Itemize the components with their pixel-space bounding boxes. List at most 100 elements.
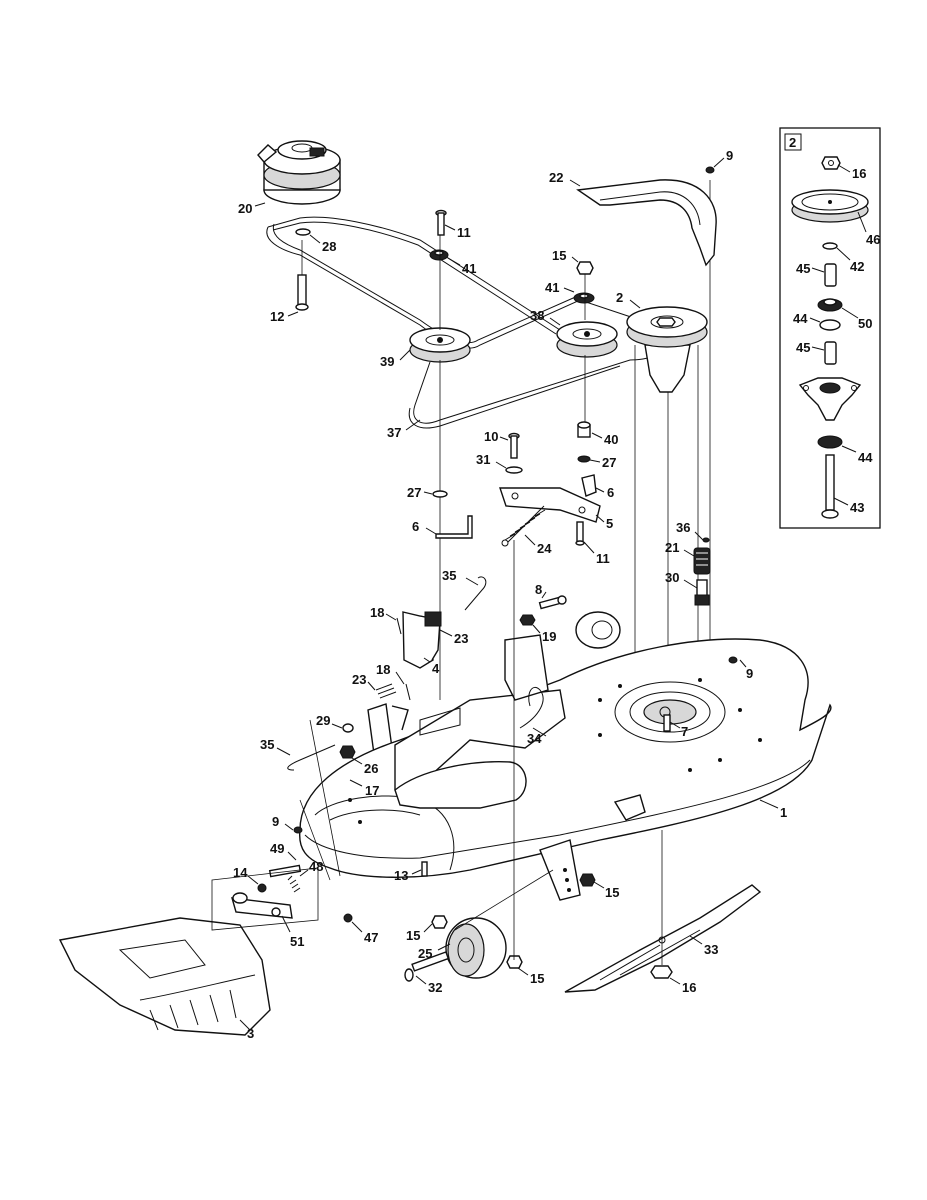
callout-32: 32 [428, 980, 442, 995]
washer-31 [505, 466, 523, 474]
nut-16-blade [650, 965, 673, 979]
belt-guard-22 [576, 179, 717, 267]
screw-36 [702, 537, 710, 543]
callout-18-upper: 18 [370, 605, 384, 620]
washer-27-left [432, 490, 448, 498]
callout-22: 22 [549, 170, 563, 185]
nut-14 [257, 883, 267, 893]
bolt-7 [663, 714, 671, 732]
nut-19 [519, 614, 536, 626]
callout-23-lower: 23 [352, 672, 366, 687]
wheel-bracket [539, 839, 581, 901]
rod-35-upper [464, 576, 487, 611]
callout-37: 37 [387, 425, 401, 440]
screw-9-top [705, 166, 715, 174]
callout-2: 2 [616, 290, 623, 305]
bolt-32 [404, 951, 450, 982]
callout-27-left: 27 [407, 485, 421, 500]
hinge-bracket-51 [231, 892, 293, 919]
callout-4: 4 [432, 661, 440, 676]
pin-18-lower [405, 683, 411, 701]
callout-34: 34 [527, 731, 542, 746]
adjustment-spring-21 [693, 547, 711, 575]
callout-39: 39 [380, 354, 394, 369]
callout-50: 50 [858, 316, 872, 331]
callout-31: 31 [476, 452, 490, 467]
callout-35-left: 35 [260, 737, 274, 752]
screw-9-right [728, 656, 738, 664]
bolt-8 [538, 595, 567, 610]
callout-12: 12 [270, 309, 284, 324]
callout-35-upper: 35 [442, 568, 456, 583]
callout-15-bottom: 15 [530, 971, 544, 986]
callout-16: 16 [852, 166, 866, 181]
inset-washer [822, 242, 838, 250]
callout-21: 21 [665, 540, 679, 555]
callouts: 20 28 12 11 41 39 37 15 41 38 2 22 9 10 … [233, 148, 787, 1041]
nut-47 [343, 913, 353, 923]
inset-bearing-44 [819, 319, 841, 331]
callout-13: 13 [394, 868, 408, 883]
adjuster-30 [694, 579, 710, 606]
callout-16-blade: 16 [682, 980, 696, 995]
callout-48: 48 [309, 859, 323, 874]
callout-17: 17 [365, 783, 379, 798]
inset-nut [821, 156, 841, 170]
callout-19: 19 [542, 629, 556, 644]
callout-49: 49 [270, 841, 284, 856]
idler-pulley-38 [556, 321, 618, 358]
spring-48 [287, 875, 301, 893]
callout-47: 47 [364, 930, 378, 945]
spindle-pulley-2 [626, 306, 708, 393]
callout-15-left: 15 [406, 928, 420, 943]
callout-36: 36 [676, 520, 690, 535]
bracket-4 [402, 611, 442, 669]
callout-27-right: 27 [602, 455, 616, 470]
callout-20: 20 [238, 201, 252, 216]
callout-51: 51 [290, 934, 304, 949]
screw-13 [421, 861, 428, 877]
discharge-chute-3 [58, 917, 271, 1036]
idler-arm-5 [499, 487, 601, 523]
bolt-10 [508, 432, 520, 459]
callout-28: 28 [322, 239, 336, 254]
gauge-wheel-25 [445, 917, 507, 979]
callout-41-upper: 41 [462, 261, 476, 276]
callout-10: 10 [484, 429, 498, 444]
callout-6-left: 6 [412, 519, 419, 534]
inset-spacer-lower [824, 341, 837, 365]
callout-45-lower: 45 [796, 340, 810, 355]
callout-38: 38 [530, 308, 544, 323]
bracket-6-left [435, 515, 473, 539]
callout-18-lower: 18 [376, 662, 390, 677]
callout-8: 8 [535, 582, 542, 597]
bolt-11-lower [575, 521, 585, 546]
callout-1: 1 [780, 805, 787, 820]
bushing-40 [577, 421, 591, 438]
inset-spindle-housing [798, 377, 862, 421]
callout-15-upper: 15 [552, 248, 566, 263]
callout-15-right: 15 [605, 885, 619, 900]
callout-11-lower: 11 [596, 551, 610, 566]
mower-deck-1 [298, 611, 832, 878]
inset-bearing-upper [817, 298, 843, 312]
callout-11-upper: 11 [457, 225, 471, 240]
bearing-41-upper [429, 249, 449, 261]
callout-26: 26 [364, 761, 378, 776]
washer-28 [295, 228, 311, 236]
callout-43: 43 [850, 500, 864, 515]
inset-number: 2 [789, 135, 796, 150]
callout-6-right: 6 [607, 485, 614, 500]
callout-46: 46 [866, 232, 880, 247]
bolt-12 [295, 240, 309, 311]
callout-14: 14 [233, 865, 248, 880]
callout-44-lower: 44 [858, 450, 873, 465]
callout-29: 29 [316, 713, 330, 728]
electric-clutch [257, 140, 341, 205]
inset-pulley [791, 189, 869, 223]
nut-15-upper [576, 261, 594, 275]
nut-15-right [579, 873, 596, 887]
rod-49 [268, 864, 302, 878]
spindle-inset: 2 [779, 127, 881, 529]
